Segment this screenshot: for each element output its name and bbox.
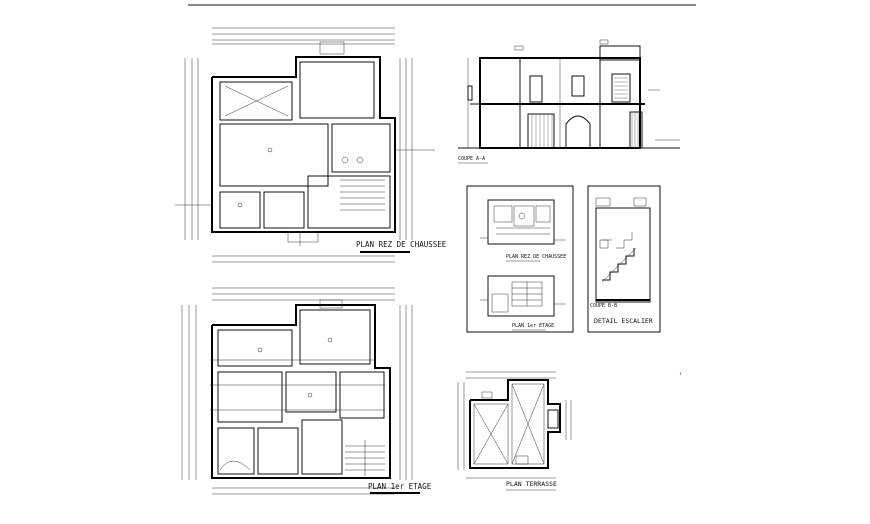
small-plan-etage-title: PLAN 1er ETAGE [512, 323, 554, 329]
plan-terrasse: PLAN TERRASSE [457, 371, 682, 491]
plan-rez-de-chaussee: PLAN REZ DE CHAUSSEE [175, 27, 447, 263]
detail-escalier-title: DETAIL ESCALIER [594, 317, 653, 325]
small-plan-rdc-title: PLAN REZ DE CHAUSSEE [506, 254, 566, 260]
coupe-bb-title: COUPE B-B [590, 303, 617, 309]
stair-rdc [340, 179, 385, 211]
small-plans-panel: PLAN REZ DE CHAUSSEE PLAN 1er ETAGE [466, 185, 574, 333]
plan-1er-etage: PLAN 1er ETAGE [181, 287, 432, 495]
plan-etage-title: PLAN 1er ETAGE [368, 482, 432, 491]
coupe-aa: COUPE A-A [458, 39, 680, 164]
plan-rdc-title: PLAN REZ DE CHAUSSEE [356, 240, 447, 249]
stair-etage [345, 440, 385, 476]
detail-escalier-panel: COUPE B-B DETAIL ESCALIER [587, 185, 661, 333]
plan-terrasse-title: PLAN TERRASSE [506, 480, 557, 488]
coupe-aa-title: COUPE A-A [458, 156, 485, 162]
